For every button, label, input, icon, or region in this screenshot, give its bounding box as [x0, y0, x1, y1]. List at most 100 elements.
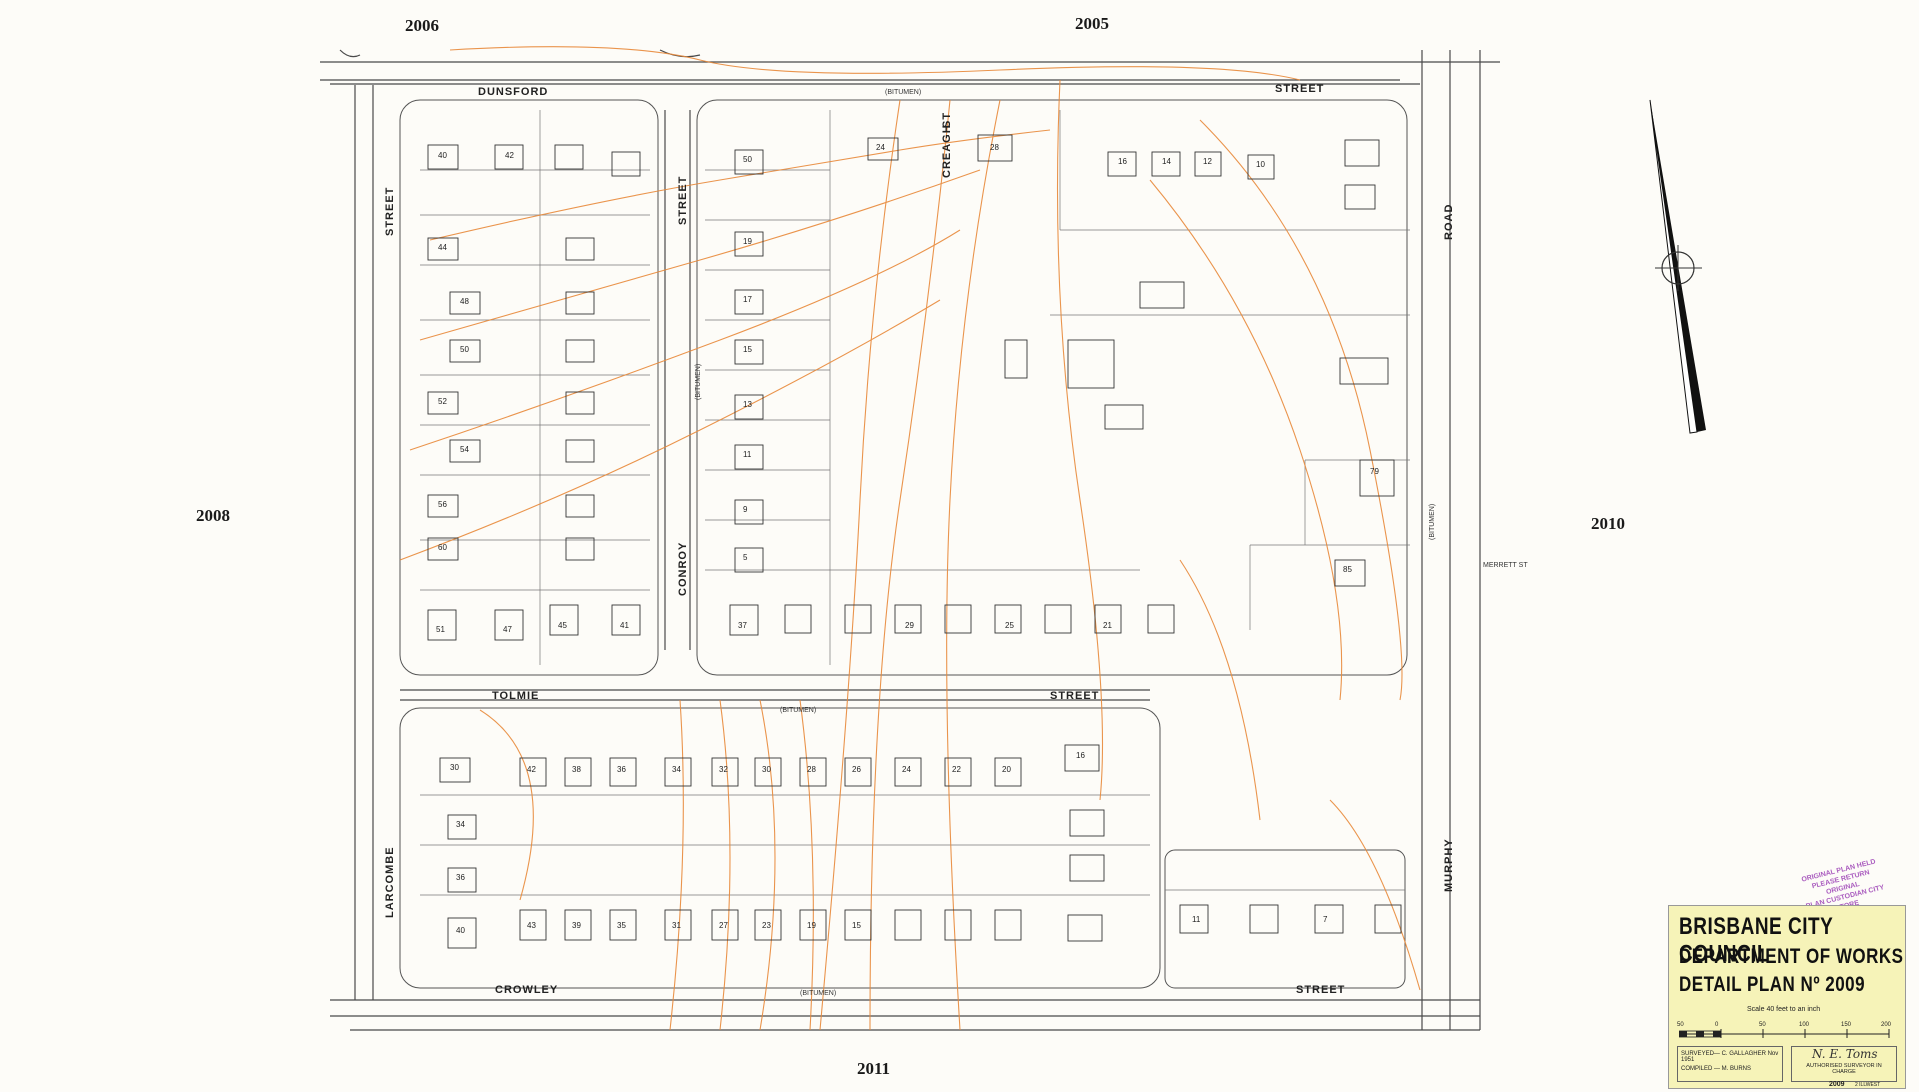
street-label-dunsford: DUNSFORD: [478, 86, 548, 98]
lot-number: 16: [1076, 751, 1085, 760]
street-label-larcombe-street: STREET: [384, 187, 396, 236]
lot-number: 10: [1256, 160, 1265, 169]
contour-lines: [399, 46, 1421, 1031]
scale-tick: 100: [1799, 1022, 1810, 1028]
lot-number: 30: [450, 763, 459, 772]
lot-number: 34: [672, 765, 681, 774]
adjoining-sheet-left: 2008: [196, 506, 230, 525]
lot-number: 17: [743, 295, 752, 304]
lot-number: 31: [672, 921, 681, 930]
adjoining-sheet-bottom: 2011: [857, 1059, 891, 1078]
lot-number: 42: [505, 151, 514, 160]
lot-number: 48: [460, 297, 469, 306]
road-network: [320, 49, 1500, 1031]
street-label-tolmie-street: STREET: [1050, 690, 1099, 702]
lot-number: 23: [762, 921, 771, 930]
plan-reference: 2009: [1829, 1081, 1845, 1088]
lot-number: 24: [902, 765, 911, 774]
lot-number: 15: [743, 345, 752, 354]
street-label-conroy: CONROY: [677, 542, 689, 596]
lot-number: 11: [743, 450, 752, 459]
street-label-larcombe: LARCOMBE: [384, 846, 396, 918]
lot-number: 24: [876, 143, 885, 152]
lot-number: 56: [438, 500, 447, 509]
plan-title: DETAIL PLAN Nº 2009: [1679, 972, 1866, 996]
street-label-crowley-street: STREET: [1296, 984, 1345, 996]
lot-number: 50: [460, 345, 469, 354]
lot-number: 22: [952, 765, 961, 774]
bitumen-label-crowley: (BITUMEN): [800, 990, 836, 997]
compiled-by: COMPILED — M. BURNS: [1681, 1066, 1752, 1072]
lot-number: 50: [743, 155, 752, 164]
bitumen-label-road: (BITUMEN): [1429, 504, 1436, 540]
lot-number: 9: [743, 505, 748, 514]
lot-number: 47: [503, 625, 512, 634]
lot-number: 41: [620, 621, 629, 630]
lot-number: 19: [807, 921, 816, 930]
lot-number: 43: [527, 921, 536, 930]
lot-number: 13: [743, 400, 752, 409]
scale-tick: 0: [1715, 1022, 1719, 1028]
lot-number: 29: [905, 621, 914, 630]
plan-reference-suffix: 2 ILLWEST: [1855, 1082, 1881, 1088]
lot-number: 38: [572, 765, 581, 774]
lot-number: 21: [1103, 621, 1112, 630]
blocks: [399, 99, 1408, 989]
surveyed-by: SURVEYED— C. GALLAGHER Nov 1951: [1681, 1051, 1779, 1063]
lot-number: 11: [1192, 915, 1201, 924]
authorised-surveyor: AUTHORISED SURVEYOR IN CHARGE: [1806, 1063, 1882, 1075]
lot-number: 52: [438, 397, 447, 406]
lot-number: 7: [1323, 915, 1328, 924]
lot-number: 14: [1162, 157, 1171, 166]
street-label-merrett: MERRETT ST: [1483, 562, 1528, 569]
bitumen-label-dunsford: (BITUMEN): [885, 89, 921, 96]
street-label-creagh: CREAGH: [941, 124, 953, 178]
scale-tick: 200: [1881, 1022, 1892, 1028]
lot-number: 85: [1343, 565, 1352, 574]
lot-number: 40: [438, 151, 447, 160]
street-label-tolmie: TOLMIE: [492, 690, 539, 702]
adjoining-sheet-top-right: 2005: [1075, 14, 1109, 33]
lot-number: 39: [572, 921, 581, 930]
bitumen-label-tolmie: (BITUMEN): [780, 707, 816, 714]
scale-tick: 150: [1841, 1022, 1852, 1028]
lot-number: 15: [852, 921, 861, 930]
lot-number: 79: [1370, 467, 1379, 476]
street-label-road: ROAD: [1443, 204, 1455, 240]
scale-tick: 50: [1677, 1022, 1684, 1028]
lot-number: 44: [438, 243, 447, 252]
bitumen-label-conroy: (BITUMEN): [695, 364, 702, 400]
lot-number: 36: [456, 873, 465, 882]
lot-number: 5: [743, 553, 748, 562]
lot-number: 42: [527, 765, 536, 774]
buildings: [427, 134, 1402, 949]
street-label-murphy: MURPHY: [1443, 838, 1455, 892]
lot-number: 36: [617, 765, 626, 774]
scale-note: Scale 40 feet to an inch: [1747, 1006, 1821, 1013]
street-label-conroy-street: STREET: [677, 176, 689, 225]
council-name: BRISBANE CITY COUNCIL: [1679, 914, 1833, 968]
scale-bar: [1679, 1029, 1890, 1038]
lot-number: 25: [1005, 621, 1014, 630]
street-label-crowley: CROWLEY: [495, 984, 558, 996]
adjoining-sheet-right: 2010: [1591, 514, 1625, 533]
survey-credits-box: SURVEYED— C. GALLAGHER Nov 1951 COMPILED…: [1677, 1046, 1783, 1082]
title-block: BRISBANE CITY COUNCIL DEPARTMENT OF WORK…: [1668, 905, 1906, 1089]
lot-numbers: 40 42 44 48 50 52 54 56 60 51 47 45 41 5…: [436, 143, 1379, 935]
lot-number: 60: [438, 543, 447, 552]
lot-number: 12: [1203, 157, 1212, 166]
surveyor-signature: N. E. Toms: [1812, 1047, 1878, 1061]
lot-number: 26: [852, 765, 861, 774]
lot-number: 35: [617, 921, 626, 930]
lot-number: 19: [743, 237, 752, 246]
lot-number: 51: [436, 625, 445, 634]
adjoining-sheet-top-left: 2006: [405, 16, 439, 35]
lot-number: 34: [456, 820, 465, 829]
scale-tick: 50: [1759, 1022, 1766, 1028]
lot-number: 45: [558, 621, 567, 630]
north-arrow-icon: [1649, 99, 1706, 434]
lot-lines: [420, 110, 1410, 896]
lot-number: 16: [1118, 157, 1127, 166]
lot-number: 32: [719, 765, 728, 774]
